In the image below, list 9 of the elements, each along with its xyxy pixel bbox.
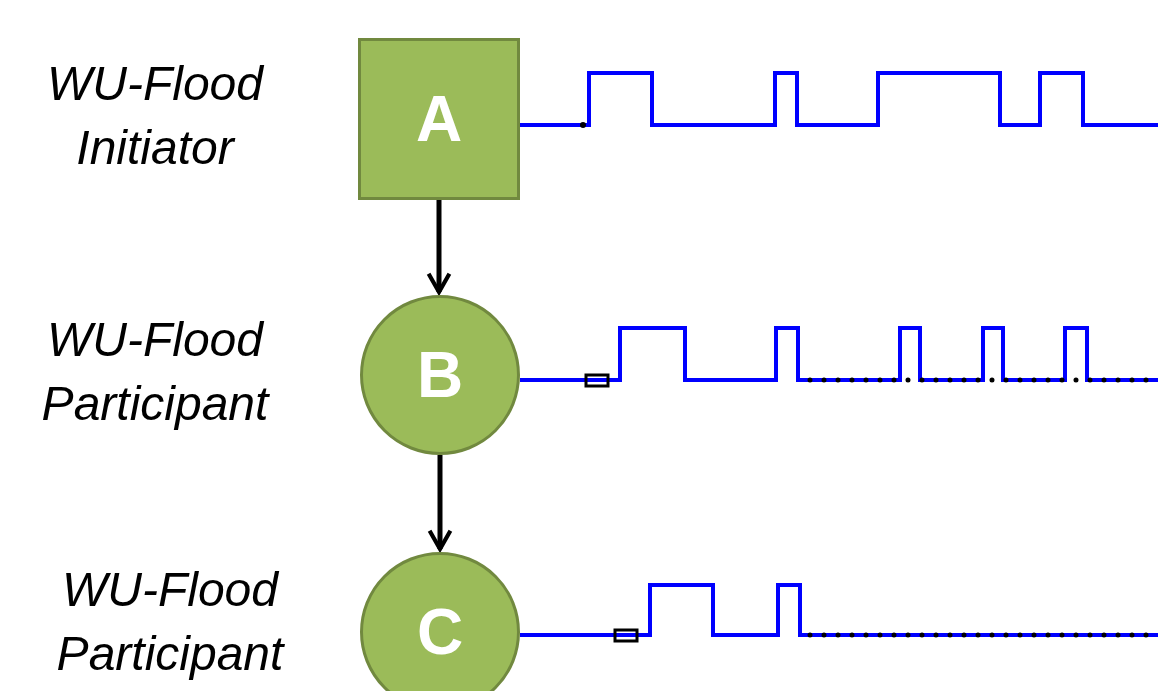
node-letter: C bbox=[416, 600, 464, 664]
role-label: WU-Flood Initiator bbox=[46, 56, 265, 176]
arrow bbox=[426, 200, 452, 295]
role-label: WU-Flood Participant bbox=[40, 312, 271, 432]
node-letter: A bbox=[415, 87, 463, 151]
square-node bbox=[358, 38, 520, 200]
node-letter: B bbox=[416, 343, 464, 407]
role-label: WU-Flood Participant bbox=[55, 562, 286, 682]
arrow bbox=[427, 455, 453, 552]
